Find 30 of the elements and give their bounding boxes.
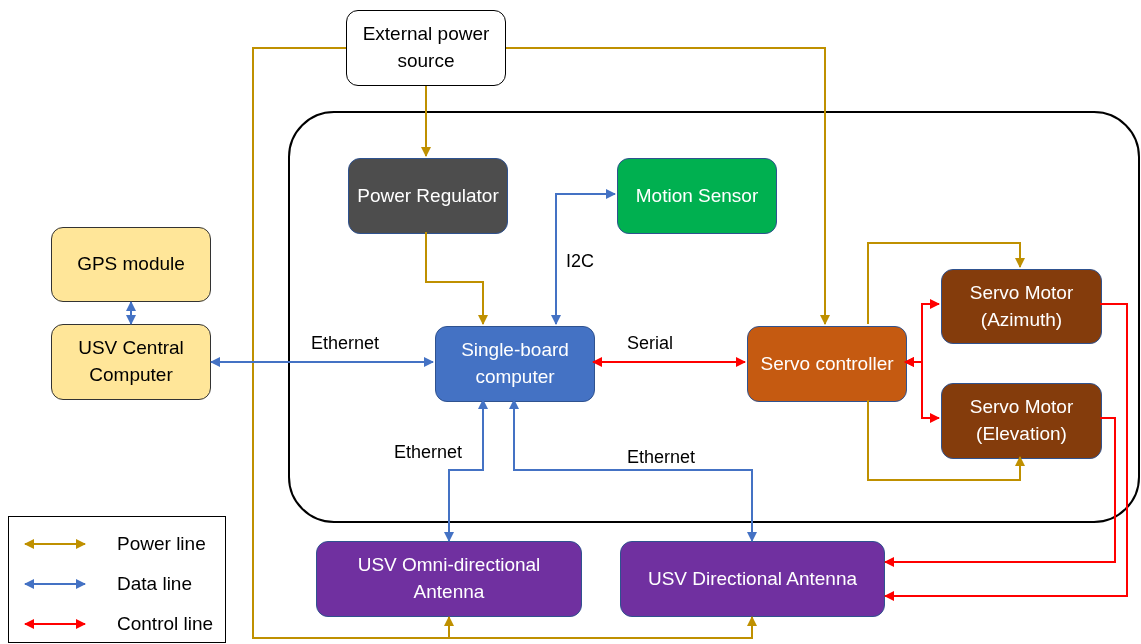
process-box: Single-board computer	[435, 326, 595, 402]
process-box: Power Regulator	[348, 158, 508, 234]
legend-label: Power line	[117, 533, 206, 555]
connector-arrow	[592, 357, 746, 367]
connector-arrow	[867, 399, 1025, 481]
connector-arrow	[425, 231, 488, 325]
connector-arrow	[509, 399, 757, 542]
process-box: External power source	[346, 10, 506, 86]
process-box: Servo Motor (Azimuth)	[941, 269, 1102, 344]
connector-arrow	[444, 399, 488, 542]
connector-arrow	[210, 357, 434, 367]
legend-label: Data line	[117, 573, 192, 595]
process-box: Motion Sensor	[617, 158, 777, 234]
process-box: Servo controller	[747, 326, 907, 402]
connector-arrow	[884, 303, 1128, 601]
process-box: USV Central Computer	[51, 324, 211, 400]
connector-arrow	[505, 47, 830, 325]
process-box: GPS module	[51, 227, 211, 302]
connector-arrow	[421, 85, 431, 157]
process-box: USV Directional Antenna	[620, 541, 885, 617]
connector-arrow	[126, 301, 136, 325]
process-box: Servo Motor (Elevation)	[941, 383, 1102, 459]
connector-arrow	[904, 357, 940, 423]
legend-label: Control line	[117, 613, 214, 635]
connector-arrow	[551, 189, 616, 325]
connector-arrow	[867, 242, 1025, 325]
process-box: USV Omni-directional Antenna	[316, 541, 582, 617]
system-boundary	[288, 111, 1140, 523]
connector-arrow	[252, 47, 757, 639]
connector-arrow	[884, 417, 1116, 567]
